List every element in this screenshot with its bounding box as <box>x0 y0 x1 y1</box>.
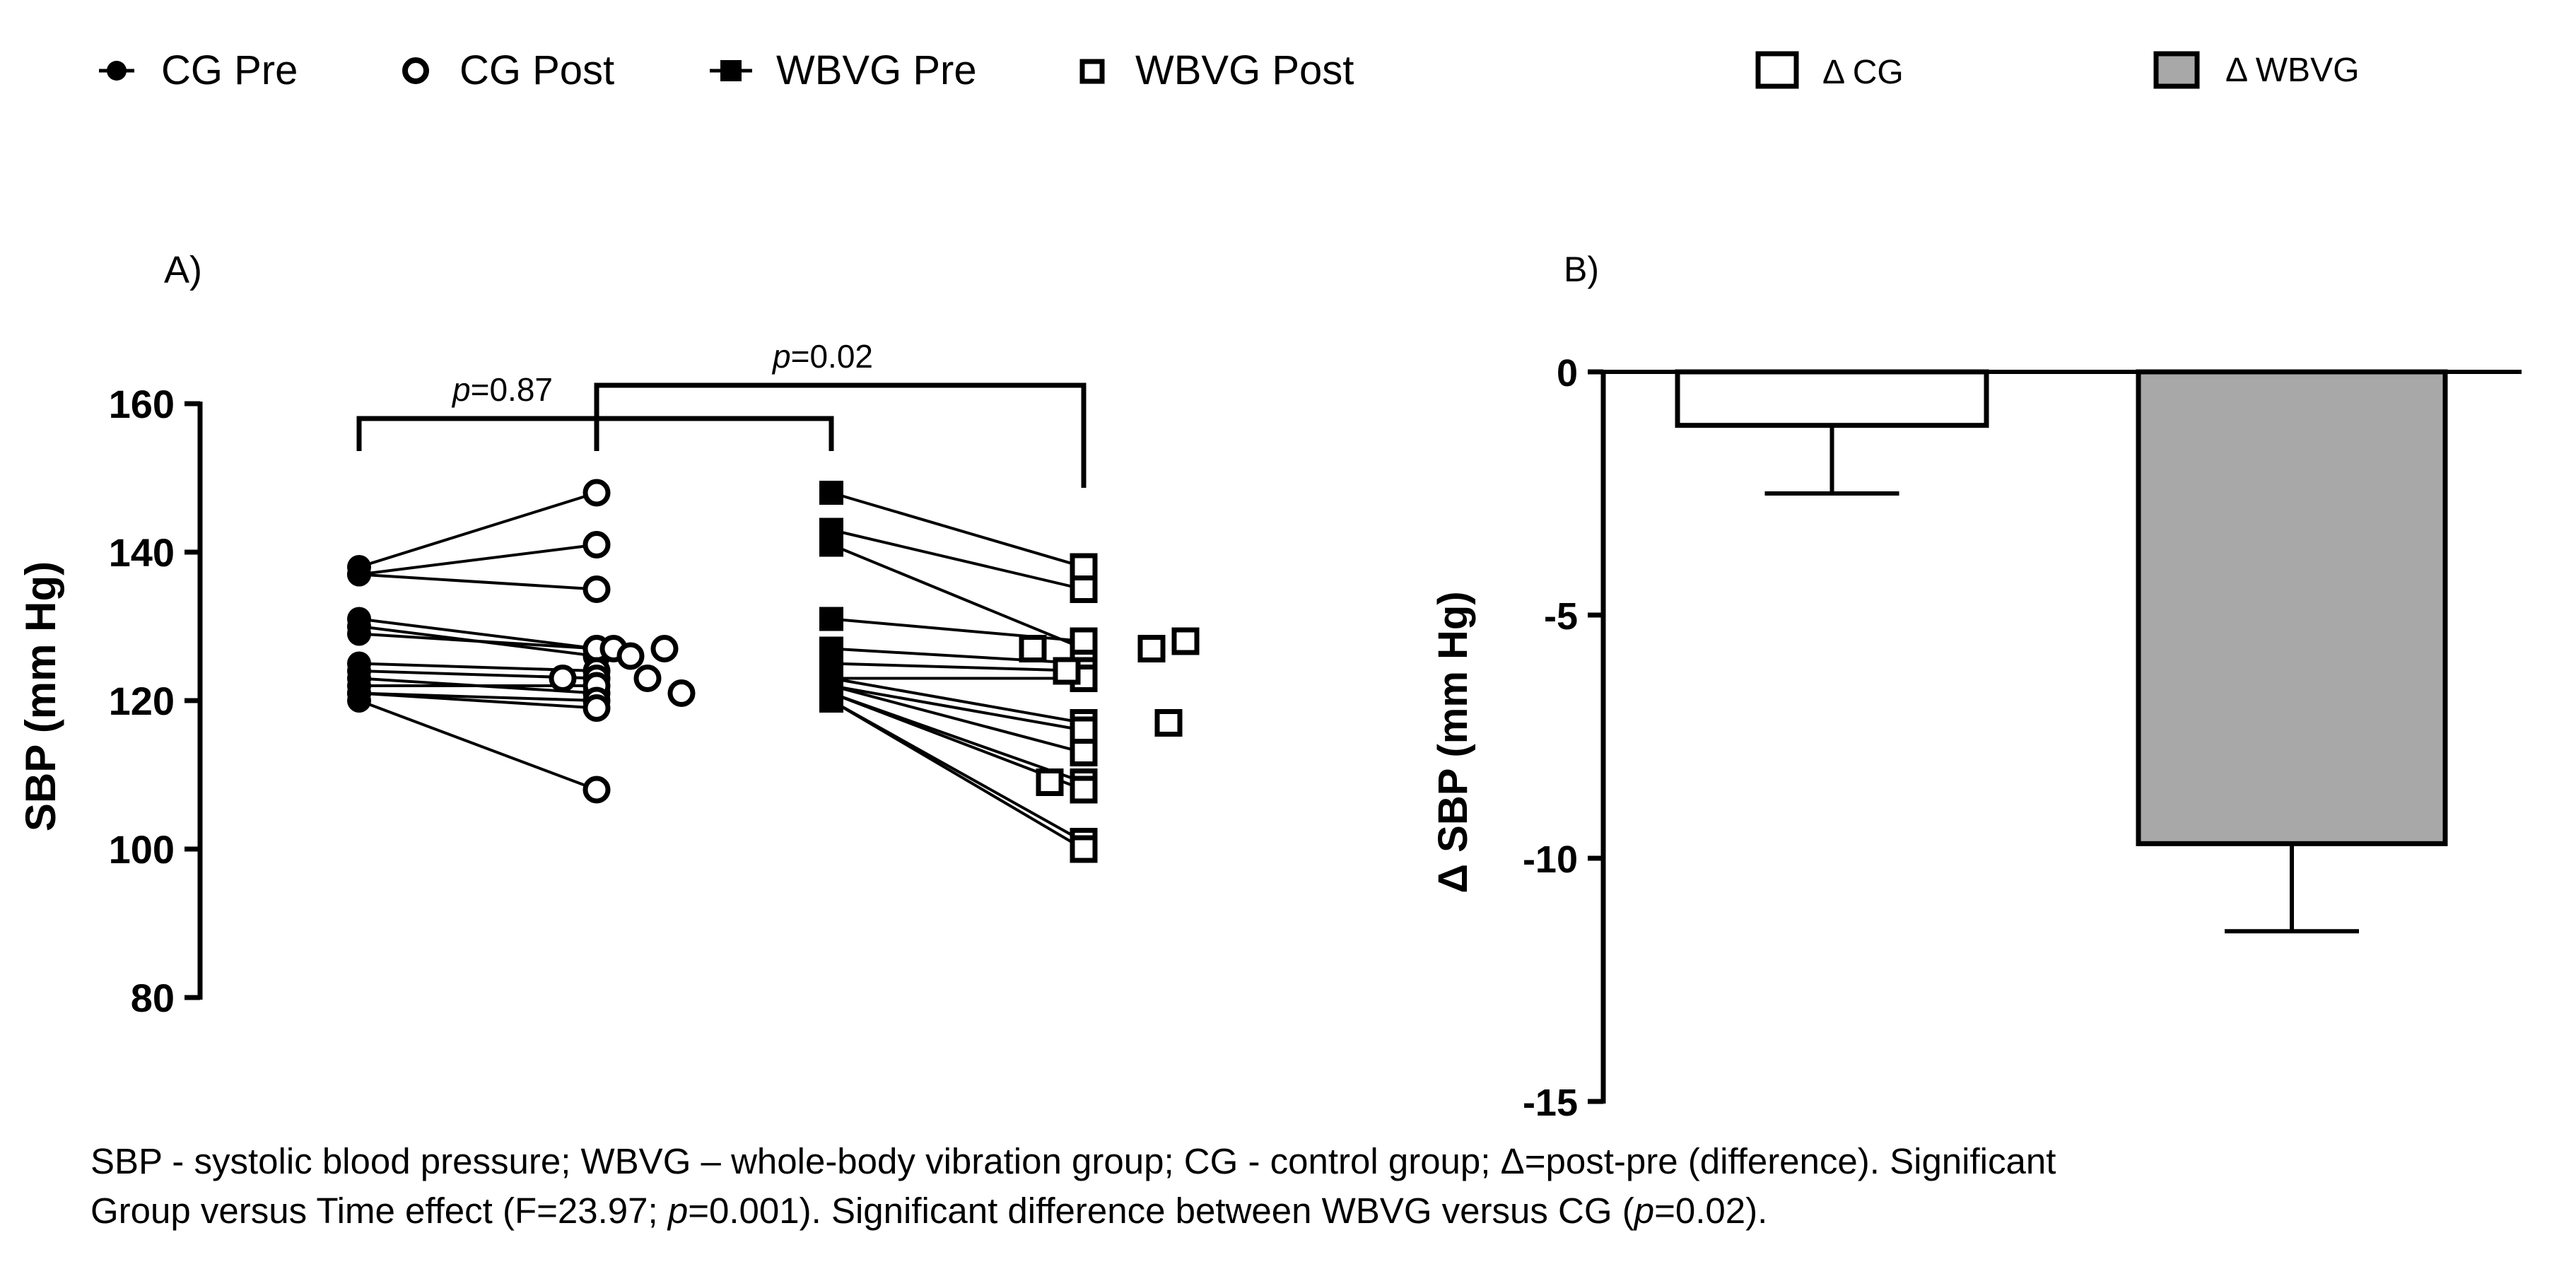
cg-post-point <box>667 679 696 707</box>
panel-a-label: A) <box>164 249 202 291</box>
wbvg-post-point <box>1070 835 1098 863</box>
pair-connecting-line <box>358 543 597 576</box>
legend-label-wbvg-pre: WBVG Pre <box>776 47 977 93</box>
pair-connecting-line <box>358 691 597 710</box>
pair-connecting-line <box>831 662 1084 672</box>
panel-b-y-tick-label: -10 <box>1523 838 1578 881</box>
pair-connecting-line <box>358 617 597 650</box>
cg-pre-point <box>347 562 371 587</box>
legend-label-delta-cg: Δ CG <box>1822 54 1904 91</box>
bar-delta-wbvg <box>2136 369 2448 846</box>
legend: CG Pre CG Post WBVG Pre WBVG Post Δ CG Δ… <box>99 47 2359 93</box>
pair-connecting-line <box>831 491 1084 568</box>
wbvg-post-point <box>1070 575 1098 603</box>
panel-b-y-axis-title: Δ SBP (mm Hg) <box>1430 591 1476 893</box>
cg-post-point <box>650 635 679 662</box>
legend-label-delta-wbvg: Δ WBVG <box>2225 52 2359 89</box>
legend-item-cg-post: CG Post <box>402 47 614 93</box>
cg-post-point <box>616 642 645 670</box>
pair-connecting-line <box>358 573 597 591</box>
pair-connecting-line <box>831 528 1084 591</box>
legend-label-wbvg-post: WBVG Post <box>1135 47 1354 93</box>
wbvg-post-point <box>1019 635 1047 662</box>
panel-a-y-tick-label: 160 <box>109 382 175 426</box>
filled-square-marker <box>720 60 742 81</box>
panel-b-y-tick-label: -15 <box>1523 1082 1578 1124</box>
cg-post-point <box>582 531 611 559</box>
cg-post-point <box>582 479 611 507</box>
panel-b-y-tick-label: -5 <box>1544 595 1578 638</box>
panel-a-y-tick-label: 100 <box>109 827 175 872</box>
grey-bar-swatch <box>2153 51 2200 89</box>
cg-pre-point <box>347 621 371 646</box>
legend-label-cg-post: CG Post <box>459 47 614 93</box>
pair-connecting-line <box>831 684 1084 754</box>
wbvg-post-point <box>1036 768 1064 796</box>
open-bar-swatch <box>1755 51 1799 89</box>
legend-item-cg-pre: CG Pre <box>99 47 298 93</box>
open-square-marker <box>1079 59 1105 84</box>
cg-post-point <box>582 776 611 804</box>
panel-b-label: B) <box>1564 250 1599 289</box>
pair-connecting-line <box>358 632 597 650</box>
wbvg-pre-point <box>819 481 843 505</box>
figure-caption: SBP - systolic blood pressure; WBVG – wh… <box>90 1137 2543 1236</box>
wbvg-pre-point <box>819 607 843 631</box>
pair-connecting-line <box>831 543 1084 650</box>
wbvg-post-point <box>1053 657 1081 685</box>
open-circle-marker <box>402 57 429 84</box>
bar-delta-cg <box>1675 369 1989 428</box>
wbvg-post-point <box>1070 553 1098 581</box>
wbvg-pre-point <box>819 689 843 713</box>
pair-connecting-line <box>358 699 597 791</box>
panel-a-y-tick-label: 120 <box>109 679 175 723</box>
pair-connecting-line <box>831 677 1084 725</box>
legend-item-wbvg-post: WBVG Post <box>1079 47 1354 93</box>
p-value-annotation: p=0.87 <box>451 371 553 408</box>
panel-b-plot: 0 -5 -10 -15 <box>1523 352 2522 1124</box>
cg-pre-point <box>347 689 371 713</box>
cg-post-point <box>582 575 611 603</box>
caption-line-2b: =0.001). Significant difference between … <box>688 1191 1634 1231</box>
wbvg-post-point <box>1070 739 1098 766</box>
cg-post-point <box>582 694 611 722</box>
wbvg-post-point <box>1171 627 1200 655</box>
panel-a-y-tick-label: 140 <box>109 530 175 575</box>
p-value-annotation: p=0.02 <box>771 338 873 375</box>
wbvg-post-point <box>1070 627 1098 655</box>
panel-a-y-tick-label: 80 <box>131 976 175 1020</box>
caption-line-1: SBP - systolic blood pressure; WBVG – wh… <box>90 1141 2056 1181</box>
legend-item-delta-cg: Δ CG <box>1755 51 1904 91</box>
wbvg-post-point <box>1154 709 1183 737</box>
wbvg-post-point <box>1070 716 1098 744</box>
filled-circle-marker <box>107 61 127 81</box>
panel-a-y-axis-title: SBP (mm Hg) <box>17 561 64 831</box>
legend-item-delta-wbvg: Δ WBVG <box>2153 51 2359 89</box>
wbvg-post-point <box>1070 776 1098 804</box>
legend-item-wbvg-pre: WBVG Pre <box>710 47 977 93</box>
pair-connecting-line <box>358 491 597 568</box>
panel-b-y-tick-label: 0 <box>1557 352 1578 394</box>
caption-line-2a: Group versus Time effect (F=23.97; <box>90 1191 668 1231</box>
wbvg-post-point <box>1137 635 1166 662</box>
wbvg-pre-point <box>819 532 843 557</box>
pair-connecting-line <box>831 684 1084 732</box>
caption-line-2c: =0.02). <box>1654 1191 1768 1231</box>
bracket-post-comparison <box>594 382 1087 488</box>
cg-post-point <box>549 665 577 692</box>
figure: CG Pre CG Post WBVG Pre WBVG Post Δ CG Δ… <box>17 47 2522 1124</box>
caption-p-2: p <box>1634 1191 1655 1231</box>
panel-a-plot: 80 100 120 140 160 p=0.87 p=0.02 <box>109 338 1200 1020</box>
legend-label-cg-pre: CG Pre <box>161 47 298 93</box>
caption-p-1: p <box>667 1191 689 1231</box>
pair-connecting-line <box>830 699 1085 850</box>
cg-post-point <box>633 665 662 692</box>
